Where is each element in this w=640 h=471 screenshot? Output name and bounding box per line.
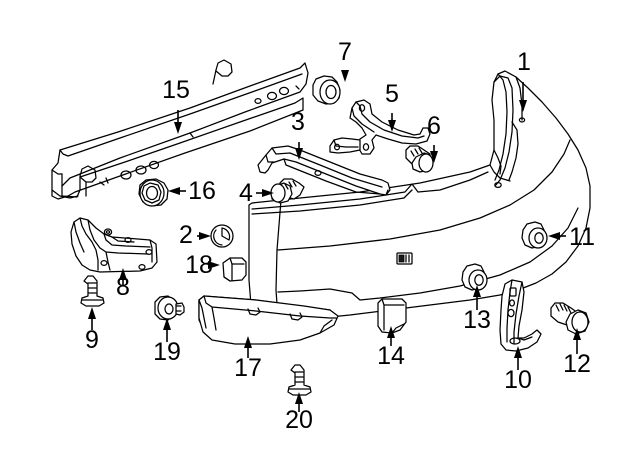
part-17-lower-valance <box>198 295 339 345</box>
callout-label-2: 2 <box>179 221 193 249</box>
callout-label-4: 4 <box>239 179 253 207</box>
callout-label-5: 5 <box>385 80 399 108</box>
callout-label-1: 1 <box>517 48 531 76</box>
part-12-hex-flange-bolt <box>550 302 590 335</box>
callout-label-6: 6 <box>427 112 441 140</box>
part-4-flange-bolt <box>270 178 305 204</box>
callout-label-16: 16 <box>188 177 216 205</box>
callout-label-17: 17 <box>234 354 262 382</box>
callout-label-3: 3 <box>291 108 305 136</box>
part-9-christmas-tree-clip <box>80 275 105 307</box>
callout-label-20: 20 <box>285 406 313 434</box>
part-5-upper-mounting-arm <box>329 99 431 155</box>
callout-label-12: 12 <box>563 350 591 378</box>
callout-label-10: 10 <box>504 366 532 394</box>
part-2-round-clip <box>210 224 234 248</box>
part-13-push-pin-retainer <box>461 263 488 291</box>
part-19-screw-grommet-clip <box>154 295 185 321</box>
part-10-bumper-stay-bracket <box>499 279 542 352</box>
part-3-side-support-bracket <box>257 145 391 196</box>
part-7-push-pin-retainer <box>312 75 341 105</box>
part-1-bumper-cover <box>248 70 591 324</box>
part-11-push-pin-retainer <box>521 221 548 249</box>
callout-leader-lines <box>88 70 581 412</box>
part-6-flange-bolt <box>405 145 434 173</box>
callout-label-8: 8 <box>116 273 130 301</box>
part-8-bumper-side-bracket <box>70 217 158 273</box>
callout-label-9: 9 <box>85 326 99 354</box>
callout-label-14: 14 <box>377 342 405 370</box>
callout-label-11: 11 <box>569 223 595 251</box>
part-18-end-cap-block <box>222 257 247 282</box>
part-20-christmas-tree-clip <box>287 364 312 396</box>
callout-label-7: 7 <box>338 38 352 66</box>
callout-number-labels: 1 2 3 4 5 6 7 8 9 10 11 12 13 14 15 16 1… <box>85 38 595 434</box>
part-14-tow-hook-cover-cap <box>377 298 407 334</box>
part-15-reinforcement-beam <box>51 59 309 200</box>
callout-label-15: 15 <box>162 76 190 104</box>
part-16-flange-nut <box>138 178 169 207</box>
callout-label-18: 18 <box>185 251 213 279</box>
callout-label-13: 13 <box>463 306 491 334</box>
callout-label-19: 19 <box>153 338 181 366</box>
